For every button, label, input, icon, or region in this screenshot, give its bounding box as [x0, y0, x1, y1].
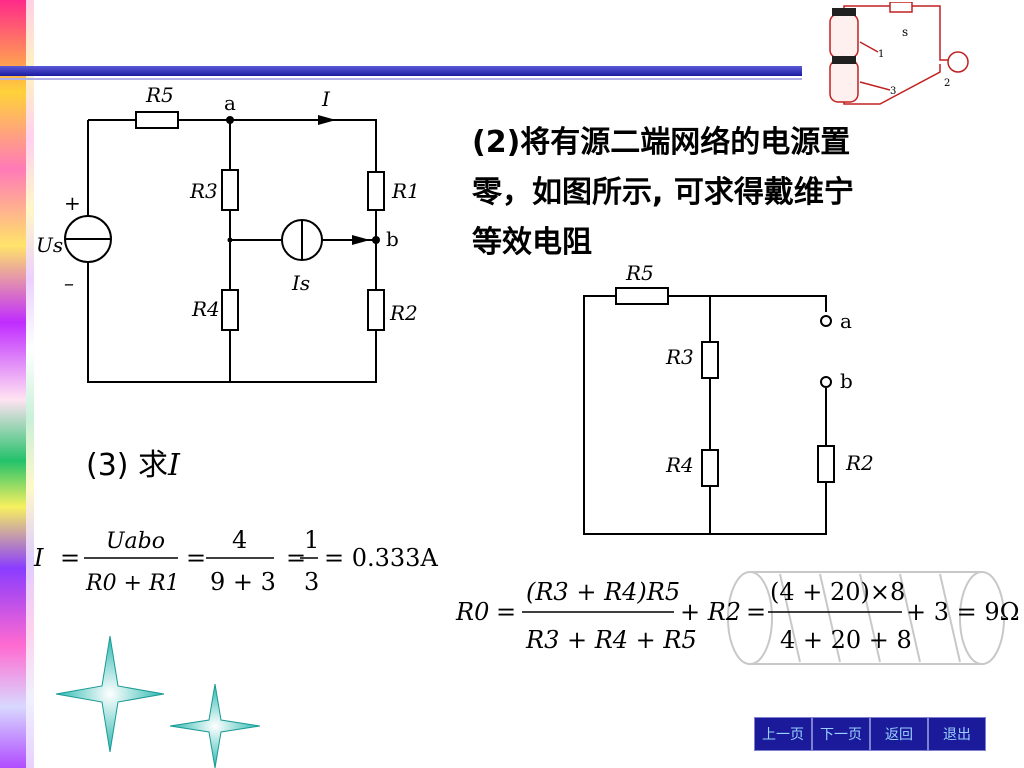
star-decor-right	[170, 684, 260, 768]
prev-page-button[interactable]: 上一页	[754, 717, 812, 751]
formula-r0-result: + 3 = 9Ω	[906, 598, 1020, 626]
left-r1-label: R1	[391, 179, 420, 203]
right-node-b-label: b	[840, 369, 853, 393]
svg-text:=: =	[496, 598, 516, 626]
right-r5-label: R5	[625, 261, 654, 285]
formula-i-den2: 9 + 3	[210, 568, 276, 596]
formula-i-result: = 0.333A	[324, 544, 438, 572]
left-r5-label: R5	[145, 83, 174, 107]
corner-switch-label: s	[902, 25, 908, 39]
formula-resistance: R0 = (R3 + R4)R5 R3 + R4 + R5 + R2 = (4 …	[455, 578, 1020, 654]
formula-current: I = Uabo R0 + R1 = 4 9 + 3 = 1 3 = 0.333…	[33, 526, 438, 596]
step3-var: I	[168, 448, 180, 483]
corner-label-2: 2	[944, 78, 950, 89]
formula-r0-num1: (R3 + R4)R5	[526, 578, 680, 606]
formula-i-num1: Uabo	[106, 529, 165, 554]
left-node-a-dot	[226, 116, 234, 124]
left-is-arrow	[352, 235, 370, 245]
right-r4-label: R4	[665, 453, 694, 477]
right-circuit-diagram: R5 R3 R4 R2 a b	[583, 261, 874, 535]
step3-heading: (3) 求I	[86, 440, 180, 484]
formula-i-num2: 4	[232, 526, 247, 554]
right-node-a-label: a	[840, 309, 852, 333]
formula-r0-den2: 4 + 20 + 8	[780, 626, 912, 654]
formula-i-lhs: I	[33, 544, 44, 572]
right-r3-resistor	[701, 341, 719, 379]
next-page-button[interactable]: 下一页	[812, 717, 870, 751]
formula-r0-den1: R3 + R4 + R5	[525, 626, 697, 654]
left-r4-resistor	[221, 289, 239, 331]
formula-r0-plus-r2: + R2	[680, 598, 741, 626]
step2-line-1: (2)将有源二端网络的电源置	[472, 125, 851, 160]
right-r5-resistor	[615, 287, 669, 305]
svg-text:=: =	[746, 598, 766, 626]
left-is-label: Is	[291, 271, 310, 295]
left-node-b-dot	[372, 236, 380, 244]
step2-line-3: 等效电阻	[472, 225, 592, 260]
left-current-arrow	[318, 115, 336, 125]
right-r3-label: R3	[665, 345, 694, 369]
title-bar	[0, 66, 802, 76]
left-us-label: Us	[36, 233, 63, 257]
formula-r0-num2: (4 + 20)×8	[770, 578, 905, 606]
right-r2-resistor	[817, 445, 835, 483]
corner-label-1: 1	[878, 49, 884, 60]
right-terminal-b	[820, 376, 832, 388]
right-r2-label: R2	[845, 451, 874, 475]
side-decor-strip-light	[26, 0, 34, 768]
left-current-label: I	[321, 87, 331, 111]
svg-text:=: =	[286, 544, 306, 572]
step2-text: (2)将有源二端网络的电源置 零，如图所示, 可求得戴维宁 等效电阻	[472, 118, 992, 268]
corner-circuit-diagram: s 1 3 2	[829, 2, 969, 105]
left-minus-label: –	[64, 271, 74, 295]
left-r3-label: R3	[189, 179, 218, 203]
left-r4-label: R4	[191, 297, 220, 321]
svg-text:=: =	[186, 544, 206, 572]
back-button[interactable]: 返回	[870, 717, 928, 751]
exit-button[interactable]: 退出	[928, 717, 986, 751]
title-bar-line	[0, 78, 802, 80]
formula-r0-lhs: R0	[455, 598, 489, 626]
corner-label-3: 3	[890, 86, 896, 97]
right-r4-resistor	[701, 449, 719, 487]
formula-i-num3: 1	[304, 526, 319, 554]
step2-line-2: 零，如图所示, 可求得戴维宁	[472, 175, 854, 210]
left-r5-resistor	[135, 111, 179, 129]
svg-text:=: =	[60, 544, 80, 572]
left-r2-label: R2	[389, 301, 418, 325]
side-decor-strip	[0, 0, 26, 768]
faded-cylinder-decor	[727, 571, 1005, 665]
left-node-a-label: a	[224, 91, 236, 115]
star-decor-left	[56, 636, 164, 752]
left-r2-resistor	[367, 289, 385, 331]
step3-label: (3) 求	[86, 448, 169, 483]
right-terminal-a	[820, 315, 832, 327]
left-node-b-label: b	[386, 227, 399, 251]
left-r1-resistor	[367, 171, 385, 211]
left-circuit-diagram: R5 a I R3 R1 + – Us b Is R4 R2	[34, 80, 440, 420]
formula-i-den3: 3	[304, 568, 319, 596]
left-r3-resistor	[221, 169, 239, 211]
formula-i-den1: R0 + R1	[85, 571, 180, 596]
left-plus-label: +	[64, 191, 81, 215]
